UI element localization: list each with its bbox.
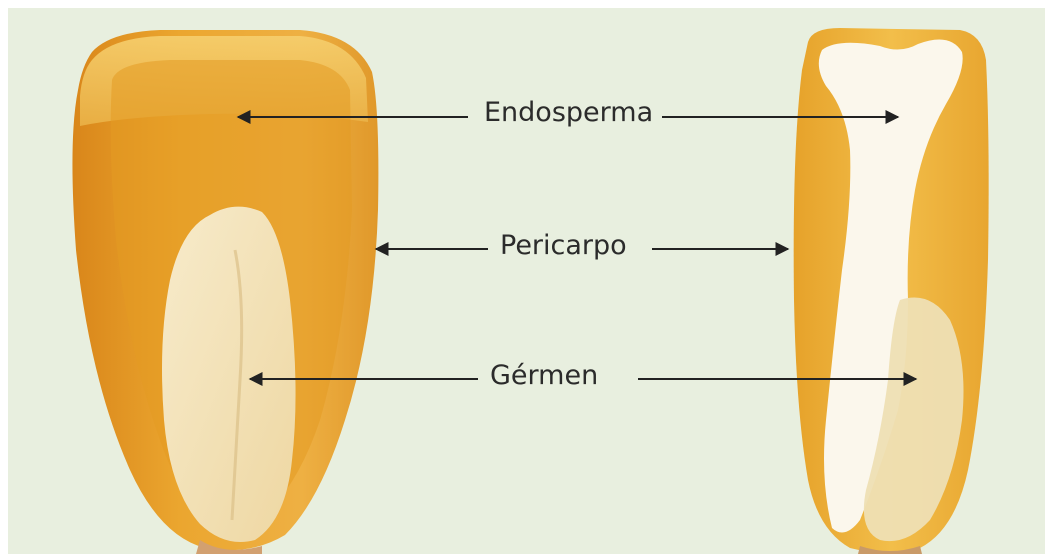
label-pericarpo: Pericarpo <box>494 232 633 259</box>
label-germen: Gérmen <box>484 362 604 389</box>
right-kernel <box>794 28 989 554</box>
left-kernel <box>72 30 378 554</box>
label-endosperma: Endosperma <box>478 99 659 126</box>
left-germ <box>162 207 296 542</box>
